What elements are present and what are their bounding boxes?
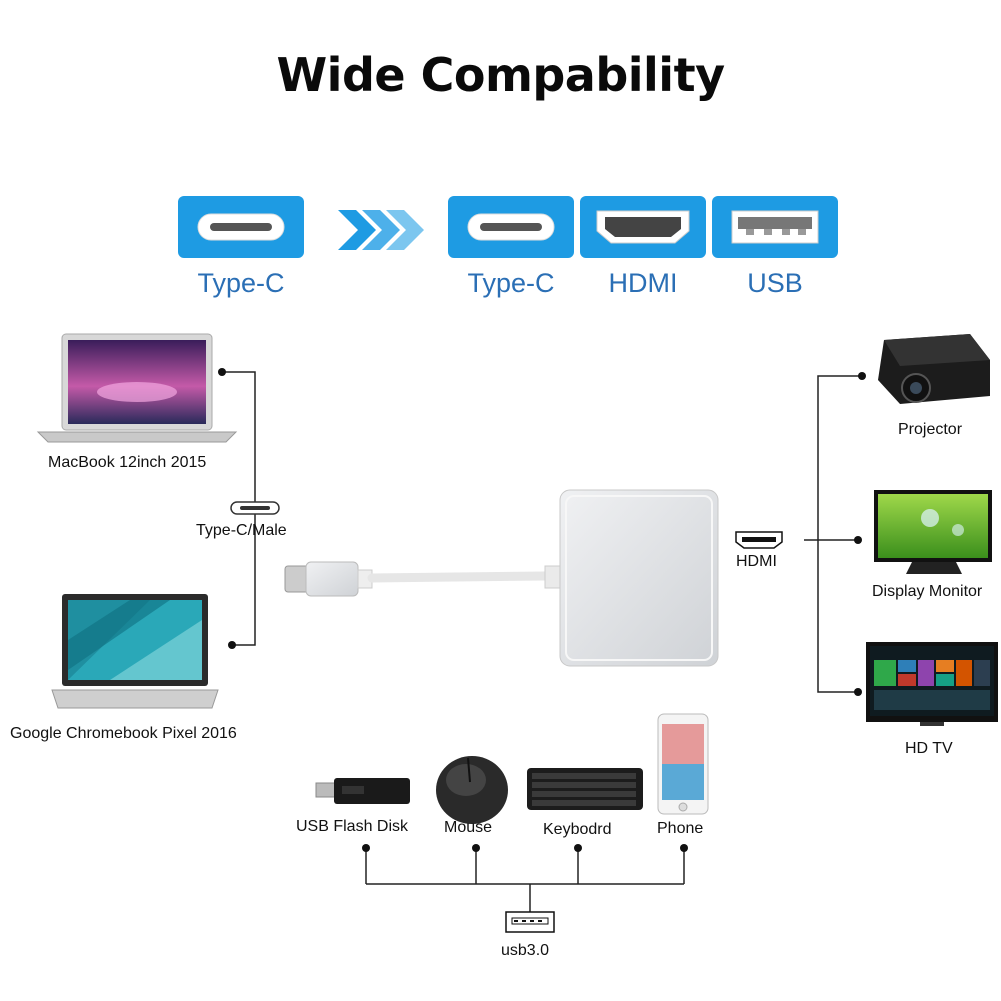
phone-label: Phone <box>657 820 704 837</box>
macbook-label: MacBook 12inch 2015 <box>48 454 207 471</box>
adapter-cable <box>284 561 564 597</box>
usb-port-icon <box>505 911 555 933</box>
keyboard-icon <box>527 768 643 810</box>
usb-a-port-icon <box>731 210 819 244</box>
input-type-c-label: Type-C <box>197 268 285 298</box>
chromebook-label: Google Chromebook Pixel 2016 <box>10 725 237 742</box>
projector-label: Projector <box>898 421 963 438</box>
usb3-label: usb3.0 <box>501 942 550 959</box>
display-monitor-label: Display Monitor <box>872 583 983 600</box>
mouse-icon <box>436 756 508 824</box>
output-hdmi-label: HDMI <box>608 268 678 298</box>
output-type-c-label: Type-C <box>467 268 555 298</box>
macbook-laptop-icon <box>36 333 238 443</box>
phone-icon <box>657 713 709 815</box>
output-usb-label: USB <box>747 268 803 298</box>
input-type-c-box <box>178 196 304 258</box>
page-title: Wide Compability <box>276 48 725 102</box>
usb-c-port-icon <box>197 213 285 241</box>
usb-flash-disk-icon <box>315 778 410 804</box>
hd-tv-icon <box>866 642 998 726</box>
hdmi-port-icon <box>596 210 690 244</box>
mouse-label: Mouse <box>444 819 493 836</box>
keyboard-label: Keybodrd <box>543 821 612 838</box>
chromebook-laptop-icon <box>51 594 219 709</box>
adapter-hub <box>559 489 719 667</box>
type-c-male-label: Type-C/Male <box>196 522 287 539</box>
hd-tv-label: HD TV <box>905 740 953 757</box>
display-monitor-icon <box>874 490 992 574</box>
usb-flash-disk-label: USB Flash Disk <box>296 818 409 835</box>
usb-c-port-icon <box>467 213 555 241</box>
output-hdmi-box <box>580 196 706 258</box>
hdmi-port-icon <box>735 531 783 549</box>
output-type-c-box <box>448 196 574 258</box>
projector-icon <box>878 334 990 404</box>
output-usb-box <box>712 196 838 258</box>
hdmi-label: HDMI <box>736 553 777 570</box>
